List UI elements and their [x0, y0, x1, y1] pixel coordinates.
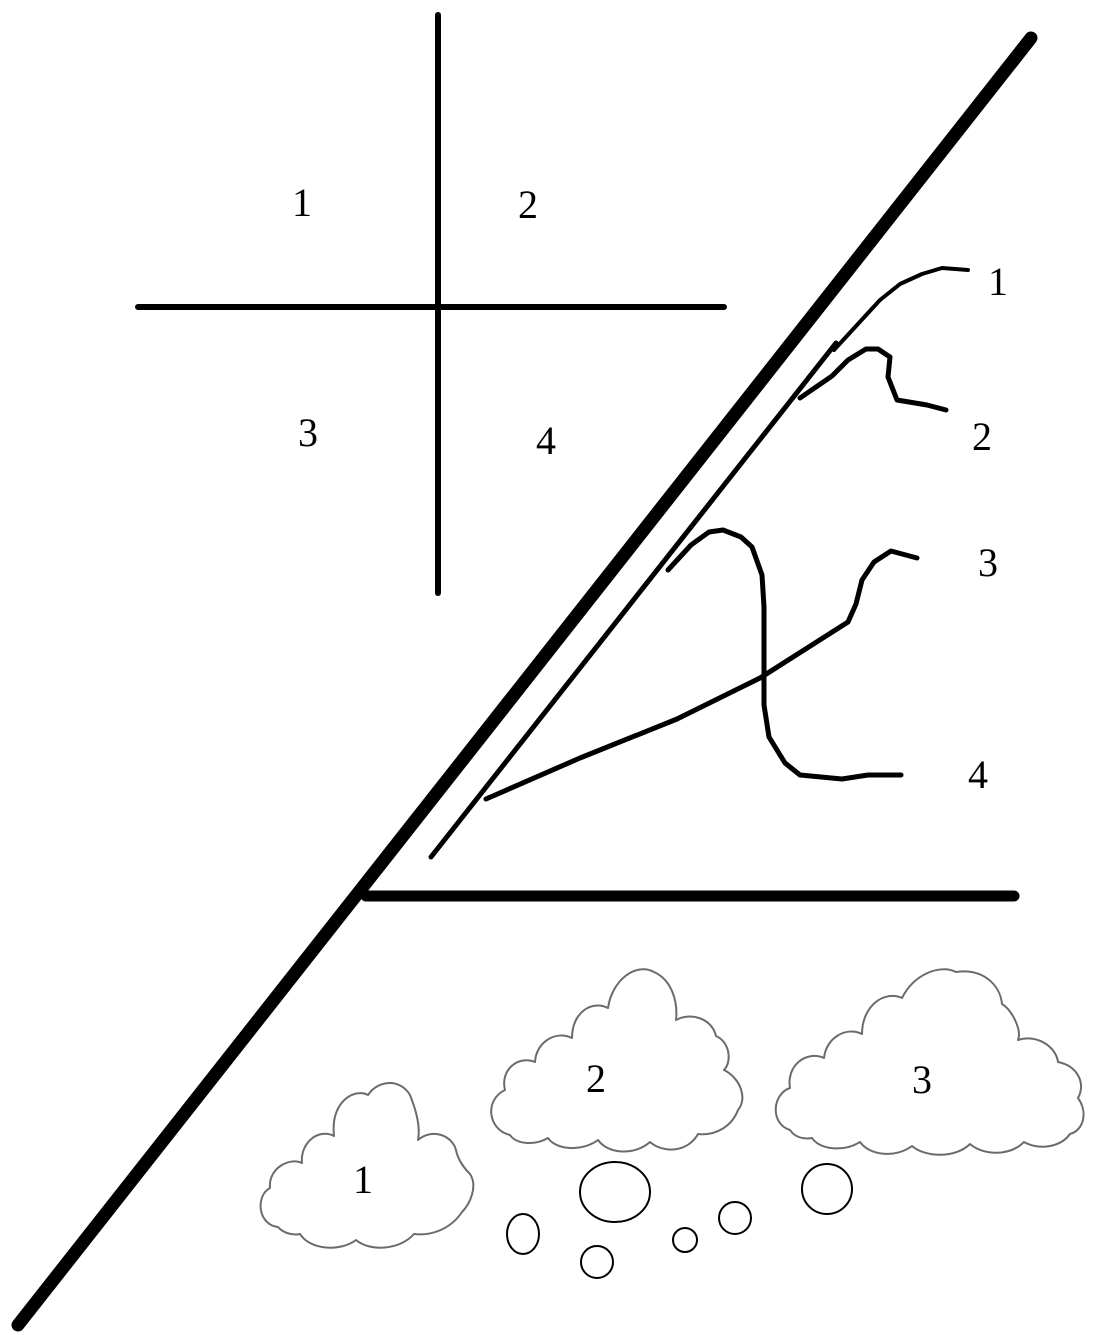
- branch-label-4: 4: [968, 752, 988, 797]
- branch-curve-1: [834, 268, 968, 350]
- thought-bubbles: [507, 1162, 852, 1278]
- branch-label-3: 3: [978, 540, 998, 585]
- cloud-2-outline: [491, 969, 742, 1151]
- main-diagonal-line: [18, 38, 1031, 1325]
- clouds: [261, 969, 1084, 1248]
- bubble-1: [507, 1214, 539, 1254]
- inner-diagonal-line: [431, 343, 836, 857]
- quadrant-label-4: 4: [536, 418, 556, 463]
- branch-curve-3: [486, 551, 917, 799]
- quadrant-cross: [138, 15, 724, 593]
- branch-curves: [486, 268, 968, 799]
- bubble-4: [673, 1228, 697, 1252]
- bubble-5: [719, 1202, 751, 1234]
- cloud-label-2: 2: [586, 1056, 606, 1101]
- bubble-2: [580, 1162, 650, 1222]
- cloud-label-1: 1: [353, 1157, 373, 1202]
- branch-label-2: 2: [972, 414, 992, 459]
- quadrant-label-2: 2: [518, 182, 538, 227]
- cloud-label-3: 3: [912, 1057, 932, 1102]
- quadrant-label-3: 3: [298, 410, 318, 455]
- branch-label-1: 1: [988, 259, 1008, 304]
- quadrant-label-1: 1: [292, 180, 312, 225]
- bubble-3: [581, 1246, 613, 1278]
- branch-curve-4: [668, 530, 901, 779]
- bubble-6: [802, 1164, 852, 1214]
